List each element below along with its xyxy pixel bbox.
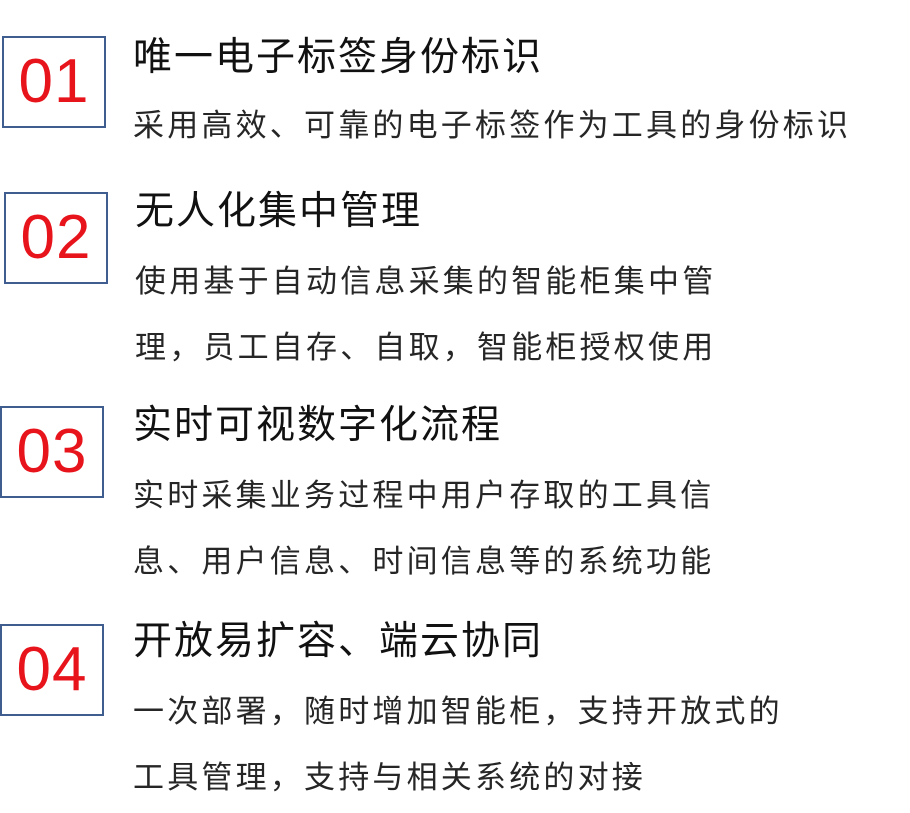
- feature-description-line: 息、用户信息、时间信息等的系统功能: [133, 544, 715, 580]
- feature-number-badge: 03: [0, 406, 104, 498]
- feature-description-line: 一次部署，随时增加智能柜，支持开放式的: [133, 694, 783, 730]
- feature-title: 唯一电子标签身份标识: [133, 35, 544, 80]
- feature-description-line: 理，员工自存、自取，智能柜授权使用: [135, 330, 717, 366]
- feature-number-badge: 01: [2, 36, 106, 128]
- feature-title: 无人化集中管理: [135, 189, 423, 234]
- feature-number-badge: 02: [4, 192, 108, 284]
- feature-title: 开放易扩容、端云协同: [133, 619, 544, 664]
- feature-number-badge: 04: [0, 624, 104, 716]
- feature-description-line: 采用高效、可靠的电子标签作为工具的身份标识: [133, 108, 852, 144]
- feature-title: 实时可视数字化流程: [133, 403, 503, 448]
- feature-description-line: 实时采集业务过程中用户存取的工具信: [133, 478, 715, 514]
- feature-description-line: 使用基于自动信息采集的智能柜集中管: [135, 264, 717, 300]
- feature-description-line: 工具管理，支持与相关系统的对接: [133, 760, 646, 796]
